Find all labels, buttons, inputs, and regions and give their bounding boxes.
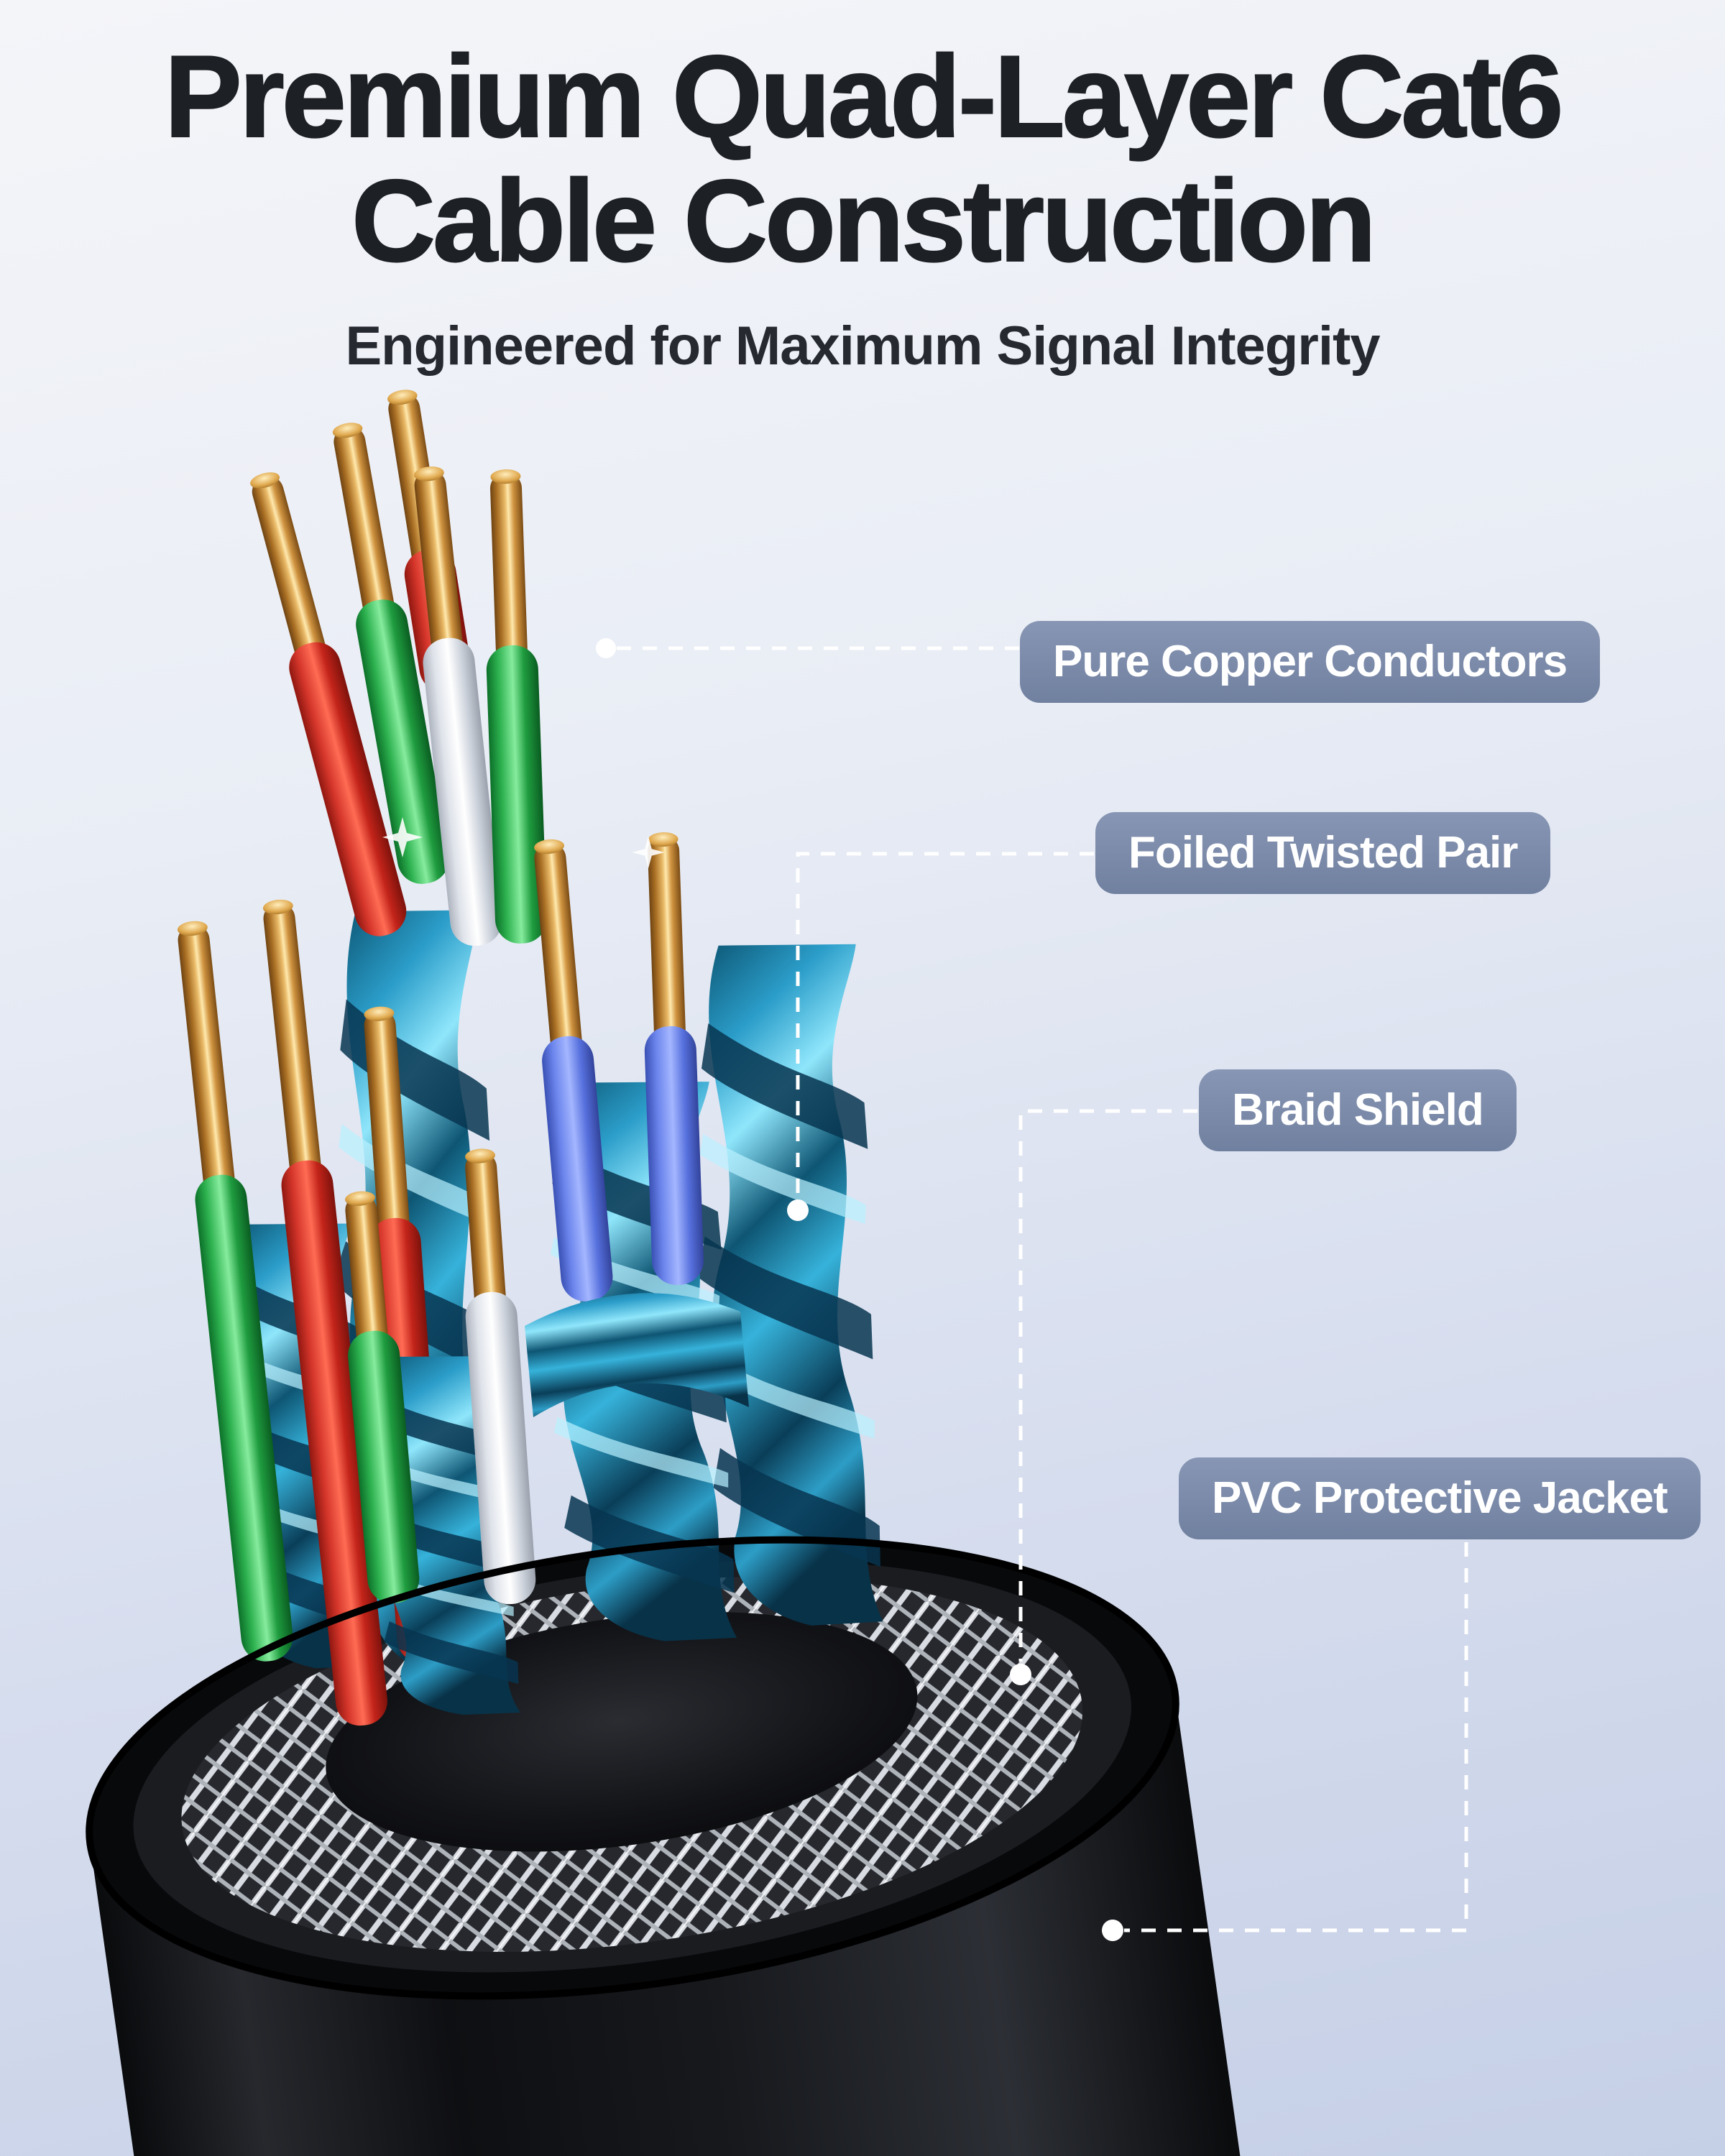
- page-title: Premium Quad-Layer Cat6 Cable Constructi…: [0, 32, 1725, 287]
- callout-pvc-protective-jacket: PVC Protective Jacket: [1179, 1457, 1701, 1539]
- leader-lines: [617, 646, 1468, 1932]
- copper-wires-graphic: [250, 390, 547, 946]
- sparkle-icon: [382, 817, 665, 869]
- callout-foiled-twisted-pair: Foiled Twisted Pair: [1095, 812, 1551, 894]
- leader-dots: [596, 638, 1123, 1941]
- page-subtitle: Engineered for Maximum Signal Integrity: [345, 315, 1380, 377]
- callout-pure-copper-conductors: Pure Copper Conductors: [1020, 621, 1601, 703]
- title-line-2: Cable Construction: [351, 156, 1377, 287]
- copper-wires-blue-pair: [525, 832, 749, 1417]
- pvc-jacket-graphic: [86, 1536, 1289, 2156]
- copper-wires-lower: [345, 1148, 536, 1605]
- callout-braid-shield: Braid Shield: [1199, 1069, 1517, 1151]
- title-line-1: Premium Quad-Layer Cat6: [164, 32, 1565, 162]
